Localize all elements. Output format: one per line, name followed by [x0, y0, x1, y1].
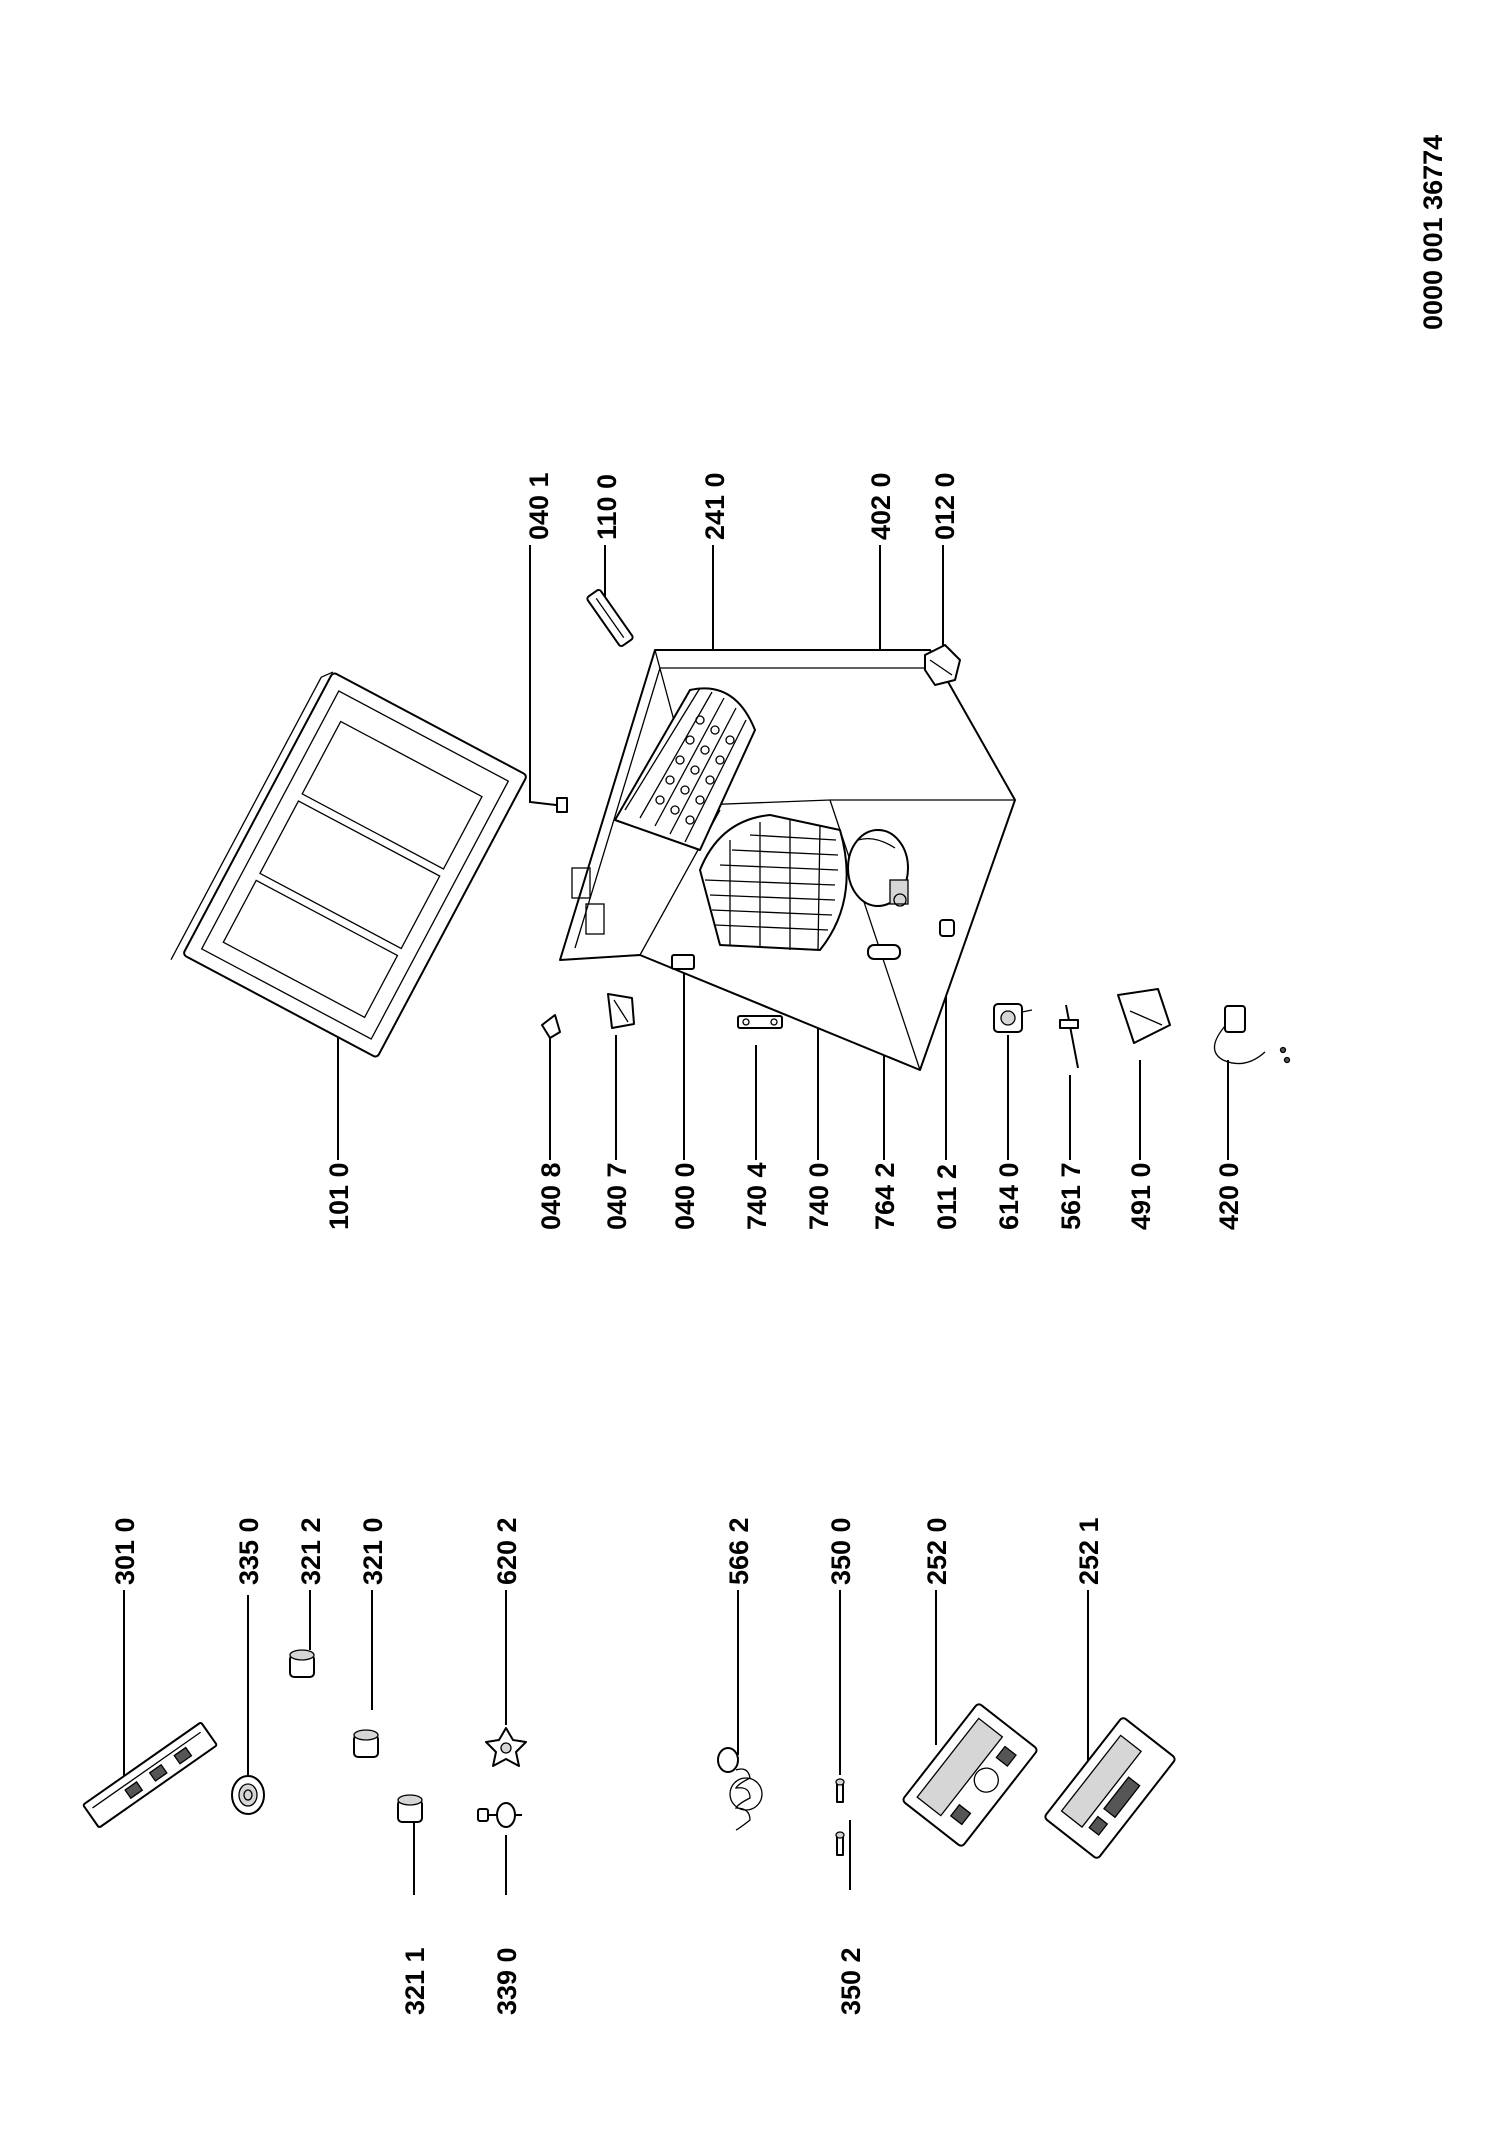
callout-0407: 040 7 [602, 1162, 632, 1230]
leader-lines [123, 545, 1229, 1895]
callout-1100: 110 0 [592, 474, 622, 540]
callout-5617: 561 7 [1056, 1162, 1086, 1230]
cap-part-3210 [353, 1729, 379, 1758]
evaporator-grid-part [614, 687, 756, 851]
thermostat-housing-part-2521 [1044, 1717, 1176, 1859]
dryer-filter-part [867, 944, 901, 960]
door-part [170, 671, 527, 1058]
callout-7404: 740 4 [742, 1162, 772, 1230]
control-panel-part [82, 1722, 218, 1828]
callout-2521: 252 1 [1074, 1517, 1104, 1585]
power-cord-part [1213, 1005, 1291, 1065]
callout-3210: 321 0 [358, 1517, 388, 1585]
callout-7642: 764 2 [870, 1162, 900, 1230]
thermostat-housing-part-2520 [902, 1703, 1038, 1847]
callout-0408: 040 8 [536, 1162, 566, 1230]
document-number: 0000 001 36774 [1418, 135, 1448, 330]
relay-cover-part [1117, 988, 1171, 1044]
callout-0401: 040 1 [524, 472, 554, 540]
callout-0112: 011 2 [932, 1164, 962, 1230]
cap-part-3211 [397, 1794, 423, 1823]
callout-4020: 402 0 [866, 472, 896, 540]
callout-5662: 566 2 [724, 1517, 754, 1585]
handle-part [586, 589, 634, 647]
callout-0400: 040 0 [670, 1162, 700, 1230]
hinge-part-0400 [671, 954, 695, 970]
thermostat-part [717, 1747, 763, 1831]
callout-4200: 420 0 [1214, 1162, 1244, 1230]
callout-6140: 614 0 [994, 1162, 1024, 1230]
relay-part [993, 1003, 1033, 1033]
pin-part [477, 1802, 522, 1828]
compressor-part [847, 829, 909, 907]
screw-part [1059, 1004, 1079, 1069]
callout-3350: 335 0 [234, 1517, 264, 1585]
bracket-part [737, 1015, 783, 1029]
condenser-part [699, 814, 848, 951]
callout-3500: 350 0 [826, 1517, 856, 1585]
clip-part [541, 1014, 561, 1039]
cap-part-3212 [289, 1649, 315, 1678]
callout-2410: 241 0 [700, 472, 730, 540]
callout-3212: 321 2 [296, 1517, 326, 1585]
callout-6202: 620 2 [492, 1517, 522, 1585]
hinge-part-0401 [556, 797, 568, 813]
knob-part [231, 1775, 265, 1815]
callout-1010: 101 0 [324, 1162, 354, 1230]
foot-part-0112 [939, 919, 955, 937]
callout-3390: 339 0 [492, 1947, 522, 2015]
connector-part [485, 1727, 527, 1767]
callout-0120: 012 0 [930, 472, 960, 540]
callout-7400: 740 0 [804, 1162, 834, 1230]
callout-2520: 252 0 [922, 1517, 952, 1585]
foot-part-0120 [924, 644, 961, 686]
callout-labels: 301 0 335 0 321 2 321 0 620 2 566 2 350 … [110, 472, 1244, 2015]
callout-4910: 491 0 [1126, 1162, 1156, 1230]
lamp-holder-part-3502 [835, 1831, 845, 1856]
hinge-cover-part [607, 993, 635, 1029]
callout-3502: 350 2 [836, 1947, 866, 2015]
callout-3211: 321 1 [400, 1947, 430, 2015]
lamp-holder-part-3500 [835, 1778, 845, 1803]
callout-3010: 301 0 [110, 1517, 140, 1585]
